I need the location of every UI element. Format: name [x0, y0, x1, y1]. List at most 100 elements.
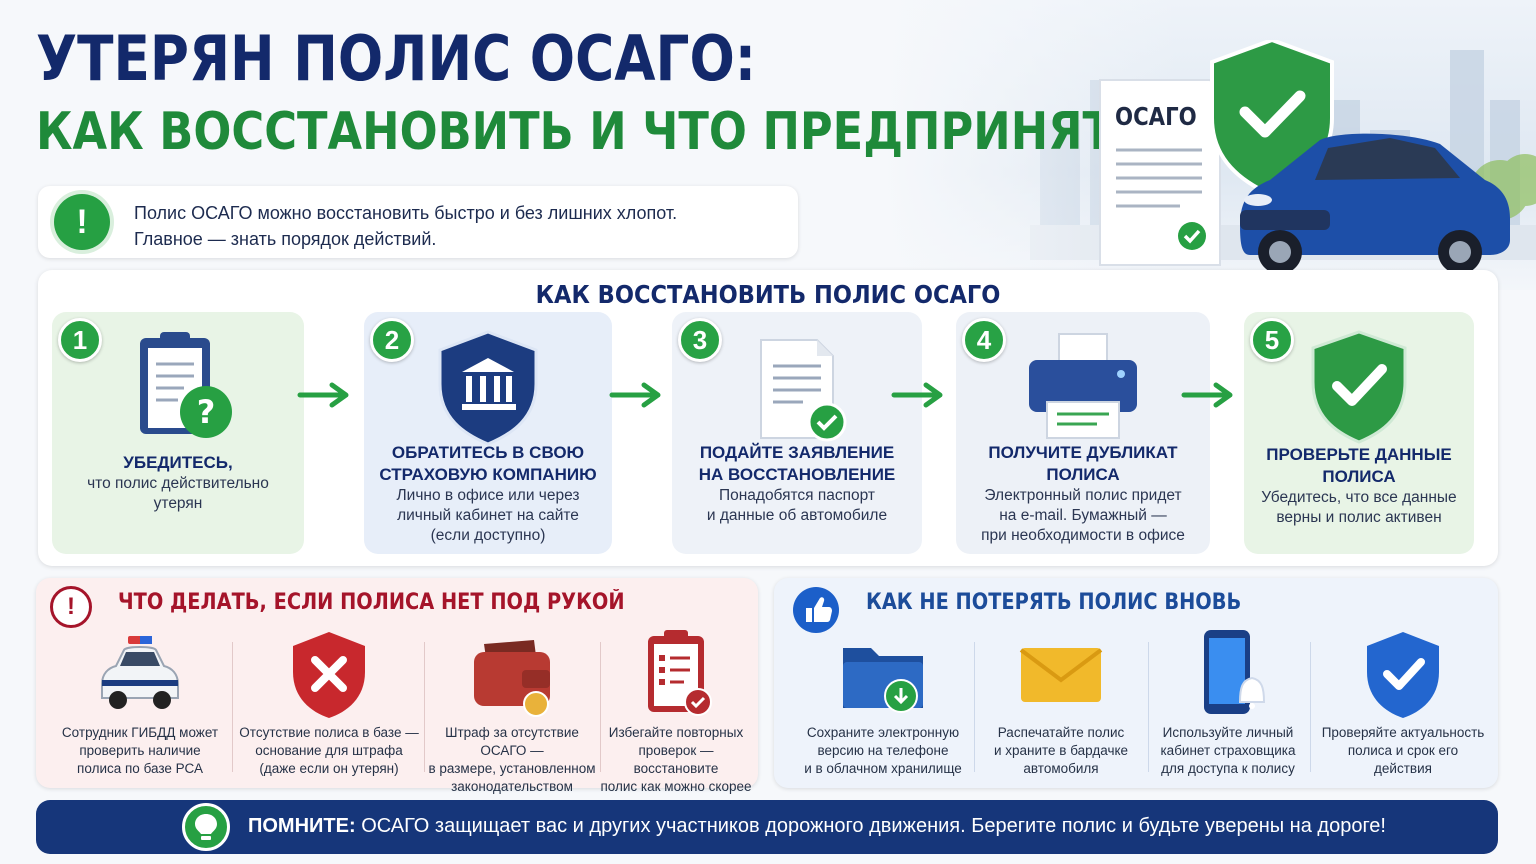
- car-icon: [1240, 133, 1510, 270]
- item-line-3: полис как можно скорее: [600, 779, 752, 794]
- what-to-do-panel: ! ЧТО ДЕЛАТЬ, ЕСЛИ ПОЛИСА НЕТ ПОД РУКОЙ …: [36, 578, 758, 794]
- footer-label: ПОМНИТЕ:: [248, 815, 356, 837]
- step-desc-2: личный кабинет на сайте: [397, 507, 579, 524]
- step-heading: УБЕДИТЕСЬ,: [123, 453, 233, 472]
- step-4: 4 ПОЛУЧИТЕ ДУБЛИКАТ ПОЛИСА Электронный п…: [956, 312, 1210, 554]
- item-line-2: проверить наличие: [79, 743, 201, 758]
- item-line-2: и храните в бардачке: [993, 743, 1129, 758]
- wallet-icon: [474, 640, 550, 717]
- item-line-1: Сохраните электронную: [806, 725, 960, 740]
- step-2: 2 ОБРАТИТЕСЬ В СВОЮ СТРАХОВУЮ КОМПАНИЮ Л…: [364, 312, 612, 554]
- info-item: Используйте личный кабинет страховщика д…: [1148, 622, 1308, 780]
- step-heading: ПОЛУЧИТЕ ДУБЛИКАТ: [988, 443, 1178, 462]
- item-line-1: Сотрудник ГИБДД может: [61, 725, 219, 740]
- intro-line-1: Полис ОСАГО можно восстановить быстро и …: [134, 203, 678, 223]
- step-desc-1: что полис действительно: [87, 475, 269, 492]
- step-number: 3: [678, 318, 722, 362]
- shield-cross-icon: [293, 632, 365, 718]
- step-number: 2: [370, 318, 414, 362]
- svg-text:?: ?: [197, 393, 216, 431]
- info-item: Проверяйте актуальность полиса и срок ег…: [1314, 622, 1492, 780]
- item-line-1: Избегайте повторных: [608, 725, 744, 740]
- item-line-3: (даже если он утерян): [259, 761, 399, 776]
- step-desc-1: Электронный полис придет: [984, 487, 1182, 504]
- item-line-1: Распечатайте полис: [997, 725, 1125, 740]
- item-line-3: законодательством: [451, 779, 573, 794]
- footer-banner: ПОМНИТЕ: ОСАГО защищает вас и других уча…: [36, 800, 1498, 854]
- footer-text: ПОМНИТЕ: ОСАГО защищает вас и других уча…: [248, 815, 1386, 838]
- arrow-right-icon: [297, 382, 349, 408]
- arrow-right-icon: [609, 382, 661, 408]
- page-subtitle: КАК ВОССТАНОВИТЬ И ЧТО ПРЕДПРИНЯТЬ: [36, 102, 1148, 162]
- what-to-do-title: ЧТО ДЕЛАТЬ, ЕСЛИ ПОЛИСА НЕТ ПОД РУКОЙ: [118, 590, 625, 615]
- step-number: 1: [58, 318, 102, 362]
- step-desc-1: Убедитесь, что все данные: [1261, 489, 1457, 506]
- item-line-2: полиса и срок его: [1347, 743, 1459, 758]
- divider: [974, 642, 975, 772]
- divider: [424, 642, 425, 772]
- step-desc-1: Понадобятся паспорт: [718, 487, 876, 504]
- item-line-2: основание для штрафа: [255, 743, 403, 758]
- lightbulb-icon: [182, 803, 230, 851]
- printer-icon: [1029, 333, 1137, 439]
- item-line-2: кабинет страховщика: [1160, 743, 1296, 758]
- step-desc-3: при необходимости в офисе: [981, 527, 1185, 544]
- item-line-2: версию на телефоне: [817, 743, 949, 758]
- info-item: Избегайте повторных проверок — восстанов…: [600, 622, 752, 794]
- divider: [1310, 642, 1311, 772]
- arrow-right-icon: [891, 382, 943, 408]
- step-desc-2: и данные об автомобиле: [706, 507, 888, 524]
- step-3: 3 ПОДАЙТЕ ЗАЯВЛЕНИЕ НА ВОССТАНОВЛЕНИЕ По…: [672, 312, 922, 554]
- step-heading: ПОДАЙТЕ ЗАЯВЛЕНИЕ: [699, 443, 895, 462]
- step-5: 5 ПРОВЕРЬТЕ ДАННЫЕ ПОЛИСА Убедитесь, что…: [1244, 312, 1474, 554]
- item-line-3: автомобиля: [1023, 761, 1099, 776]
- document-label: ОСАГО: [1115, 102, 1197, 131]
- info-item: Отсутствие полиса в базе — основание для…: [236, 622, 422, 780]
- intro-box: ! Полис ОСАГО можно восстановить быстро …: [38, 186, 798, 258]
- envelope-icon: [1019, 648, 1103, 702]
- document-check-icon: [760, 339, 847, 442]
- steps-title: КАК ВОССТАНОВИТЬ ПОЛИС ОСАГО: [535, 280, 1001, 309]
- step-number: 5: [1250, 318, 1294, 362]
- hero-illustration: [1099, 40, 1510, 270]
- insurance-shield-icon: [438, 330, 538, 446]
- exclamation-icon: !: [54, 194, 110, 250]
- info-item: Сохраните электронную версию на телефоне…: [792, 622, 974, 780]
- step-heading: ПРОВЕРЬТЕ ДАННЫЕ: [1266, 445, 1452, 464]
- warning-icon: !: [50, 586, 92, 628]
- police-car-icon: [101, 636, 179, 709]
- phone-bell-icon: [1204, 630, 1266, 714]
- item-line-1: Отсутствие полиса в базе —: [239, 725, 419, 740]
- step-heading-2: НА ВОССТАНОВЛЕНИЕ: [698, 465, 896, 484]
- item-line-2: проверок — восстановите: [633, 743, 719, 776]
- item-line-3: для доступа к полису: [1161, 761, 1295, 776]
- info-item: Штраф за отсутствие ОСАГО — в размере, у…: [424, 622, 600, 794]
- item-line-1: Штраф за отсутствие ОСАГО —: [445, 725, 579, 758]
- step-desc-2: верны и полис активен: [1276, 509, 1442, 526]
- step-heading: ОБРАТИТЕСЬ В СВОЮ: [391, 443, 585, 462]
- shield-check-blue-icon: [1367, 632, 1439, 718]
- page-title: УТЕРЯН ПОЛИС ОСАГО:: [36, 22, 757, 95]
- divider: [232, 642, 233, 772]
- step-number: 4: [962, 318, 1006, 362]
- step-heading-2: СТРАХОВУЮ КОМПАНИЮ: [379, 465, 597, 484]
- intro-line-2: Главное — знать порядок действий.: [134, 229, 437, 249]
- step-desc-2: утерян: [153, 495, 203, 512]
- how-not-lose-panel: КАК НЕ ПОТЕРЯТЬ ПОЛИС ВНОВЬ Сохраните эл…: [774, 578, 1498, 788]
- document-icon: [1099, 79, 1221, 266]
- step-desc-2: на e-mail. Бумажный —: [999, 507, 1167, 524]
- clipboard-question-icon: ?: [140, 332, 232, 438]
- item-line-1: Проверяйте актуальность: [1321, 725, 1485, 740]
- step-heading-2: ПОЛИСА: [1046, 465, 1120, 484]
- checklist-icon: [648, 630, 712, 716]
- footer-message: ОСАГО защищает вас и других участников д…: [361, 815, 1386, 837]
- item-line-3: полиса по базе РСА: [77, 761, 203, 776]
- step-desc-1: Лично в офисе или через: [396, 487, 580, 504]
- item-line-3: действия: [1374, 761, 1432, 776]
- thumbs-up-icon: [793, 587, 839, 633]
- info-item: Сотрудник ГИБДД может проверить наличие …: [48, 622, 232, 780]
- divider: [1148, 642, 1149, 772]
- step-heading-2: ПОЛИСА: [1322, 467, 1396, 486]
- arrow-right-icon: [1181, 382, 1233, 408]
- item-line-3: и в облачном хранилище: [804, 761, 962, 776]
